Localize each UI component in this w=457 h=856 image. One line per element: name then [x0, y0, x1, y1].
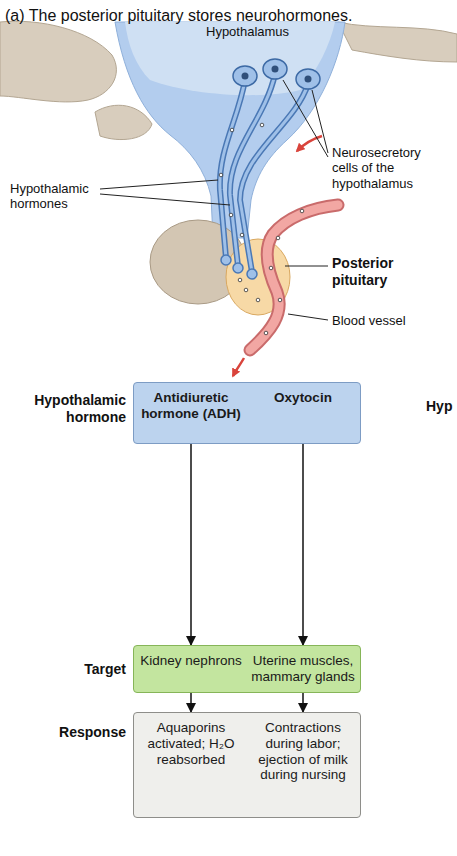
- axon-terminal: [247, 269, 257, 279]
- hormone-granule: [300, 209, 304, 213]
- axon-terminal: [221, 255, 231, 265]
- leader-line: [283, 80, 328, 157]
- structure-label: Hypothalamus: [206, 24, 306, 39]
- hormone-granule: [229, 213, 233, 217]
- hypothalamus-highlight: [125, 22, 335, 95]
- content-cell: Kidney nephrons: [138, 646, 244, 692]
- cell-nucleus: [305, 76, 312, 83]
- cell-nucleus: [242, 73, 249, 80]
- hormone-granule: [256, 298, 260, 302]
- panel-title: (a) The posterior pituitary stores neuro…: [5, 6, 453, 25]
- brain-tissue: [338, 22, 457, 62]
- leader-line: [288, 314, 328, 320]
- cell-nucleus: [272, 66, 279, 73]
- hormone-name: Antidiuretic hormone (ADH): [140, 390, 242, 422]
- flow-arrow: [302, 692, 304, 713]
- hormone-granule: [244, 288, 248, 292]
- neurosecretory-cell: [263, 59, 287, 79]
- hormone-granule: [230, 128, 234, 132]
- flow-arrow: [302, 443, 304, 646]
- hormone-granule: [278, 298, 282, 302]
- response-band: ResponseAquaporins activated; H₂O reabso…: [133, 712, 361, 818]
- blood-vessel-lumen: [250, 205, 338, 350]
- flow-arrow: [233, 358, 244, 376]
- content-cell: Aquaporins activated; H₂O reabsorbed: [138, 713, 244, 817]
- structure-label: Neurosecretory cells of the hypothalamus: [332, 145, 450, 191]
- content-cell: Uterine muscles, mammary glands: [248, 646, 358, 692]
- structure-label: Blood vessel: [332, 313, 442, 328]
- target-name: Kidney nephrons: [140, 653, 242, 669]
- response-text: Aquaporins activated; H₂O reabsorbed: [140, 720, 242, 767]
- cut-off-label: Hyp: [426, 398, 456, 415]
- hormone-band: Hypothalamic hormoneAntidiuretic hormone…: [133, 382, 361, 444]
- content-cell: Antidiuretic hormone (ADH): [138, 383, 244, 443]
- content-cell: Oxytocin: [248, 383, 358, 443]
- leader-line: [100, 194, 230, 205]
- target-band: TargetKidney nephronsUterine muscles, ma…: [133, 645, 361, 693]
- hormone-name: Oxytocin: [250, 390, 356, 406]
- hormone-granule: [264, 331, 268, 335]
- row-heading: Target: [4, 661, 126, 678]
- hormone-granule: [276, 236, 280, 240]
- leader-line: [100, 180, 218, 189]
- content-cell: Contractions during labor; ejection of m…: [248, 713, 358, 817]
- flow-arrow: [190, 692, 192, 713]
- flow-arrow: [190, 443, 192, 646]
- target-name: Uterine muscles, mammary glands: [250, 653, 356, 685]
- hormone-granule: [240, 233, 244, 237]
- structure-label: Posterior pituitary: [332, 255, 432, 288]
- brain-tissue: [0, 21, 116, 102]
- leader-line: [285, 266, 328, 267]
- flow-arrow: [297, 136, 322, 151]
- hormone-granule: [260, 123, 264, 127]
- optic-chiasm: [95, 105, 152, 139]
- hormone-granule: [269, 266, 273, 270]
- response-text: Contractions during labor; ejection of m…: [250, 720, 356, 783]
- axon-terminal: [233, 263, 243, 273]
- neurosecretory-cell: [233, 66, 257, 86]
- blood-vessel: [250, 205, 338, 350]
- row-heading: Hypothalamic hormone: [4, 392, 126, 425]
- hormone-granule: [238, 278, 242, 282]
- neurosecretory-cell: [296, 69, 320, 89]
- structure-label: Hypothalamic hormones: [10, 181, 98, 212]
- row-heading: Response: [4, 724, 126, 741]
- hormone-granule: [219, 173, 223, 177]
